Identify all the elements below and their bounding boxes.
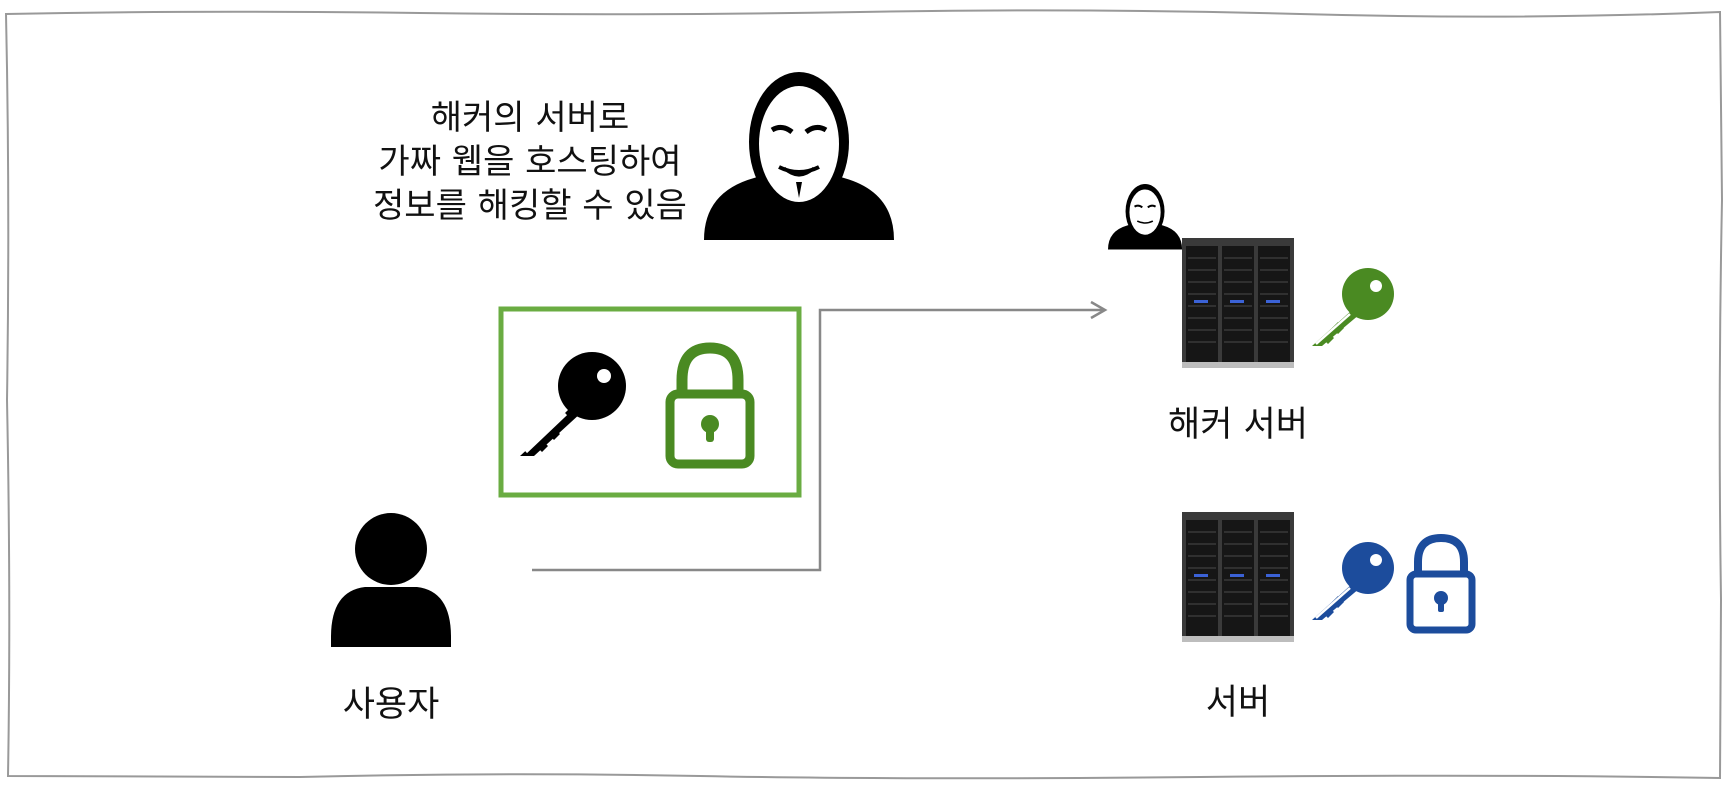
hacker-icon (704, 72, 894, 240)
hacker-green-key-icon (1312, 268, 1394, 346)
blue-lock-icon (1406, 533, 1476, 634)
connector-line (532, 308, 1105, 572)
small-hacker-icon (1108, 184, 1183, 250)
server-icon (1181, 511, 1295, 643)
black-key-icon (520, 352, 626, 456)
user-icon (331, 513, 451, 647)
connector-arrowhead (1090, 300, 1108, 320)
hacker-server-icon (1181, 237, 1295, 369)
blue-key-icon (1312, 542, 1394, 620)
hacker-note-line-1: 해커의 서버로 (430, 98, 630, 138)
server-label: 서버 (1205, 683, 1271, 723)
hacker-server-label: 해커 서버 (1168, 405, 1308, 445)
diagram-frame (4, 9, 1724, 780)
hacker-note-line-3: 정보를 해킹할 수 있음 (373, 186, 687, 226)
hacker-note: 해커의 서버로 가짜 웹을 호스팅하여 정보를 해킹할 수 있음 (330, 96, 730, 228)
certificate-box (498, 306, 802, 498)
hacker-note-line-2: 가짜 웹을 호스팅하여 (378, 142, 682, 182)
user-label: 사용자 (342, 685, 440, 725)
green-lock-icon (665, 342, 755, 469)
